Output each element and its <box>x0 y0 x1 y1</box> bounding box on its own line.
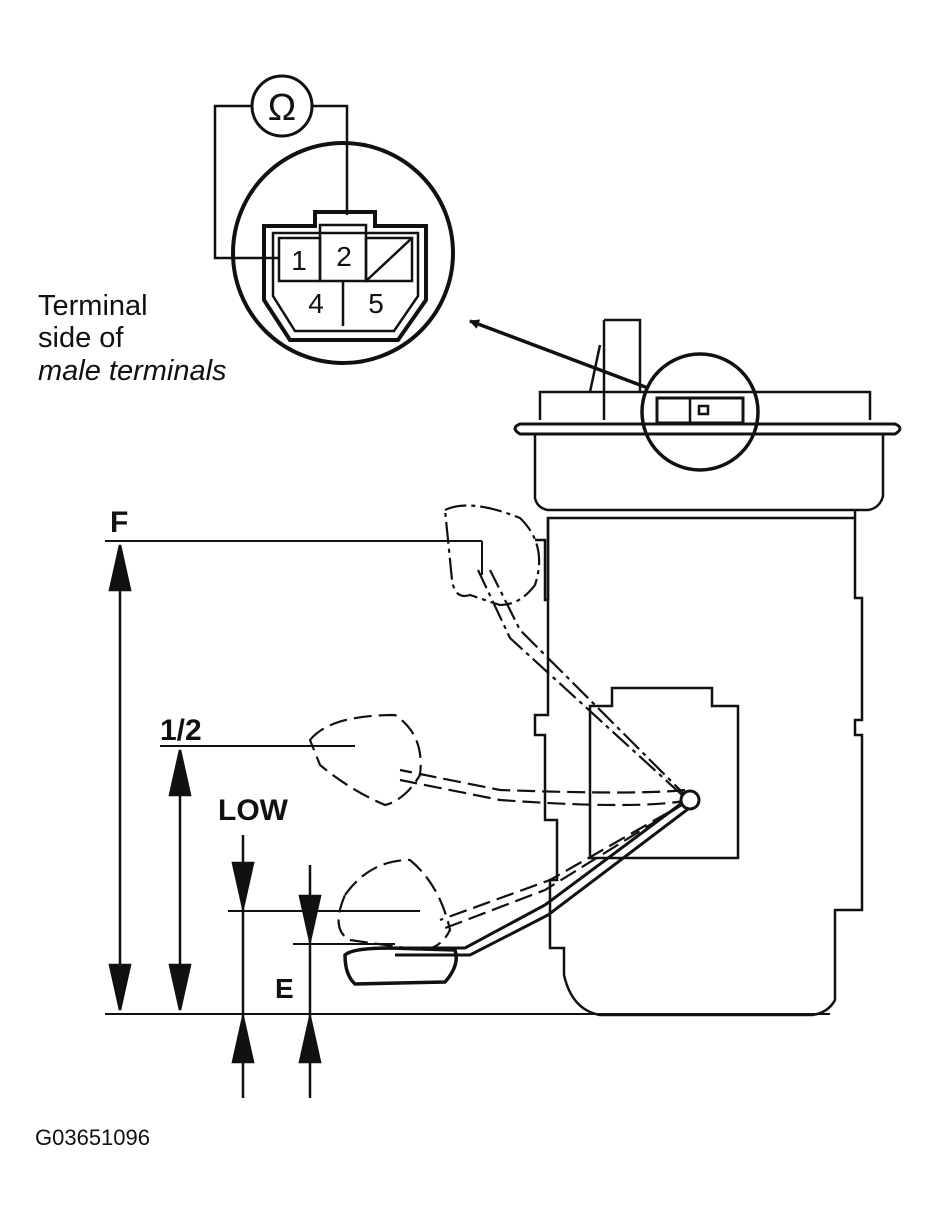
ohm-symbol: Ω <box>268 87 296 129</box>
float-arm-low <box>337 799 691 952</box>
blank-cell-slash <box>365 237 413 282</box>
terminal-4-label: 4 <box>308 288 324 319</box>
connector-caption-line2: side of <box>38 322 124 354</box>
level-full-label: F <box>110 506 128 539</box>
terminal-cell-blank <box>364 236 414 283</box>
terminal-2-label: 2 <box>336 241 352 272</box>
connector-highlight-circle <box>640 352 760 472</box>
sending-unit-body <box>513 318 902 1017</box>
dimension-arrows <box>108 544 322 1098</box>
connector-housing-outer <box>262 210 428 342</box>
level-half-label: 1/2 <box>160 714 202 747</box>
float-low <box>337 858 452 952</box>
float-arm-full <box>443 504 691 801</box>
mounting-flange <box>513 422 902 436</box>
connector-magnified-view <box>231 141 455 365</box>
level-low-label: LOW <box>218 794 289 827</box>
unit-connector <box>655 396 745 425</box>
unit-cylinder <box>533 516 864 1017</box>
float-arm-half <box>308 713 691 807</box>
terminal-5-label: 5 <box>368 288 384 319</box>
float-arm-empty <box>343 789 701 986</box>
ohmmeter <box>213 74 349 260</box>
float-pivot-point <box>679 789 701 811</box>
lead-wire-terminal-2 <box>312 104 349 215</box>
level-empty-label: E <box>275 973 294 1004</box>
connector-housing-inner <box>271 231 420 333</box>
terminal-1-label: 1 <box>291 245 307 276</box>
pointer-arrow <box>469 319 649 390</box>
connector-caption-line1: Terminal <box>38 290 148 322</box>
float-half <box>308 713 422 807</box>
figure-code: G03651096 <box>35 1125 150 1150</box>
connector-caption-line3: male terminals <box>38 355 227 387</box>
level-reference-lines <box>105 540 830 1015</box>
float-full <box>443 504 541 607</box>
float-empty <box>343 946 458 986</box>
float-pivot-housing <box>588 686 740 860</box>
lead-wire-terminal-1 <box>213 104 278 260</box>
